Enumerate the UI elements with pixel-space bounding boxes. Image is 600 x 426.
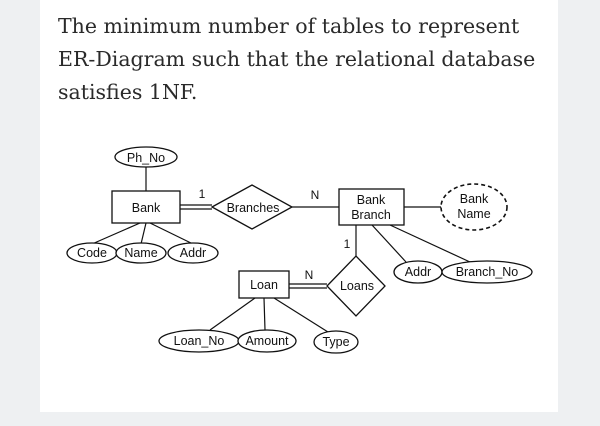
label-bank: Bank (132, 201, 161, 215)
entity-bank-branch (338, 188, 405, 226)
line-loan-amount (263, 297, 266, 331)
label-branches: Branches (227, 201, 280, 215)
line-loan-type (273, 297, 329, 333)
entity-loan (238, 270, 290, 299)
card-bottom-gap (40, 412, 558, 426)
label-type: Type (322, 335, 349, 349)
attribute-bank-name (440, 183, 508, 231)
cardinality-branches-bankbranch: N (311, 188, 320, 202)
line-bank-name (140, 222, 147, 245)
line-bank-code (91, 222, 141, 245)
line-loan-loanno (209, 297, 256, 331)
label-bank-name-1: Bank (460, 192, 489, 206)
attribute-type (313, 330, 359, 354)
label-amount: Amount (245, 334, 289, 348)
label-bank-branch-1: Bank (357, 193, 386, 207)
relationship-loans (326, 255, 386, 317)
attribute-name (115, 242, 167, 264)
label-name: Name (124, 246, 157, 260)
label-loan-no: Loan_No (174, 334, 225, 348)
label-loan: Loan (250, 278, 278, 292)
label-ph-no: Ph_No (127, 151, 165, 165)
line-bankbranch-branchno (389, 224, 471, 263)
label-bank-name-2: Name (457, 207, 490, 221)
attribute-branch-no (441, 260, 533, 284)
relationship-branches (210, 184, 294, 230)
question-line-1: The minimum number of tables to represen… (58, 14, 520, 38)
question-line-3: satisfies 1NF. (58, 80, 198, 104)
question-line-2: ER-Diagram such that the relational data… (58, 47, 536, 71)
attribute-amount (237, 329, 297, 353)
cardinality-bankbranch-loans: 1 (344, 237, 351, 251)
attribute-ph-no (114, 146, 178, 168)
label-addr-bank: Addr (180, 246, 206, 260)
label-addr-branch: Addr (405, 265, 431, 279)
line-bankbranch-addr (371, 224, 407, 263)
label-bank-branch-2: Branch (351, 208, 391, 222)
line-bank-addr (149, 222, 194, 245)
cardinality-bank-branches: 1 (199, 187, 206, 201)
label-loans: Loans (340, 279, 374, 293)
attribute-addr-bank (167, 242, 219, 264)
label-code: Code (77, 246, 107, 260)
label-branch-no: Branch_No (456, 265, 519, 279)
cardinality-loan-loans: N (305, 268, 314, 282)
question-text: The minimum number of tables to represen… (58, 10, 538, 109)
entity-bank (111, 190, 181, 224)
